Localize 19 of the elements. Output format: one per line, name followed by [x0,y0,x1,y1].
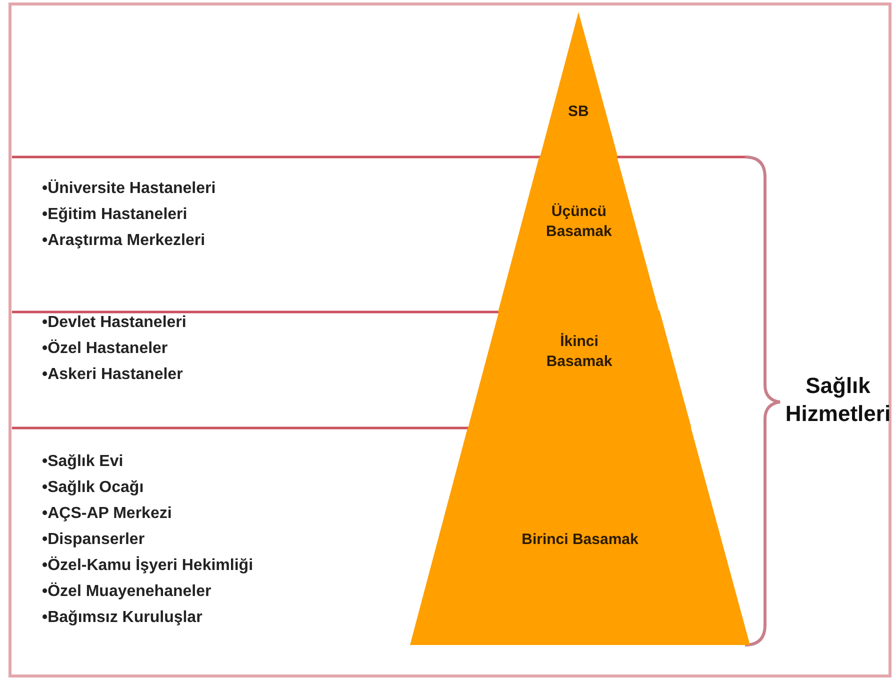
list-item: •Özel-Kamu İşyeri Hekimliği [42,555,254,576]
pyramid-tier [540,12,618,157]
list-item: •Özel Muayenehaneler [42,581,212,602]
list-item: •Askeri Hastaneler [42,365,184,385]
bracket-label: Sağlık Hizmetleri [784,372,892,428]
list-item: •Eğitim Hastaneleri [42,205,188,225]
list-item: •Dispanserler [42,530,146,550]
list-item: •Bağımsız Kuruluşlar [42,608,204,628]
list-item: •Sağlık Evi [42,452,124,472]
list-item: •Üniversite Hastaneleri [42,178,216,199]
list-item: •Devlet Hastaneleri [42,313,186,333]
list-item: •Özel Hastaneler [42,338,169,359]
tier-label: İkinci Basamak [545,332,614,372]
tier-label: Birinci Basamak [522,530,638,550]
list-item: •AÇS-AP Merkezi [42,504,173,524]
tier-label: SB [568,102,589,122]
list-item: •Araştırma Merkezleri [42,231,206,251]
tier-label: Üçüncü Basamak [544,202,613,242]
list-item: •Sağlık Ocağı [42,478,145,498]
